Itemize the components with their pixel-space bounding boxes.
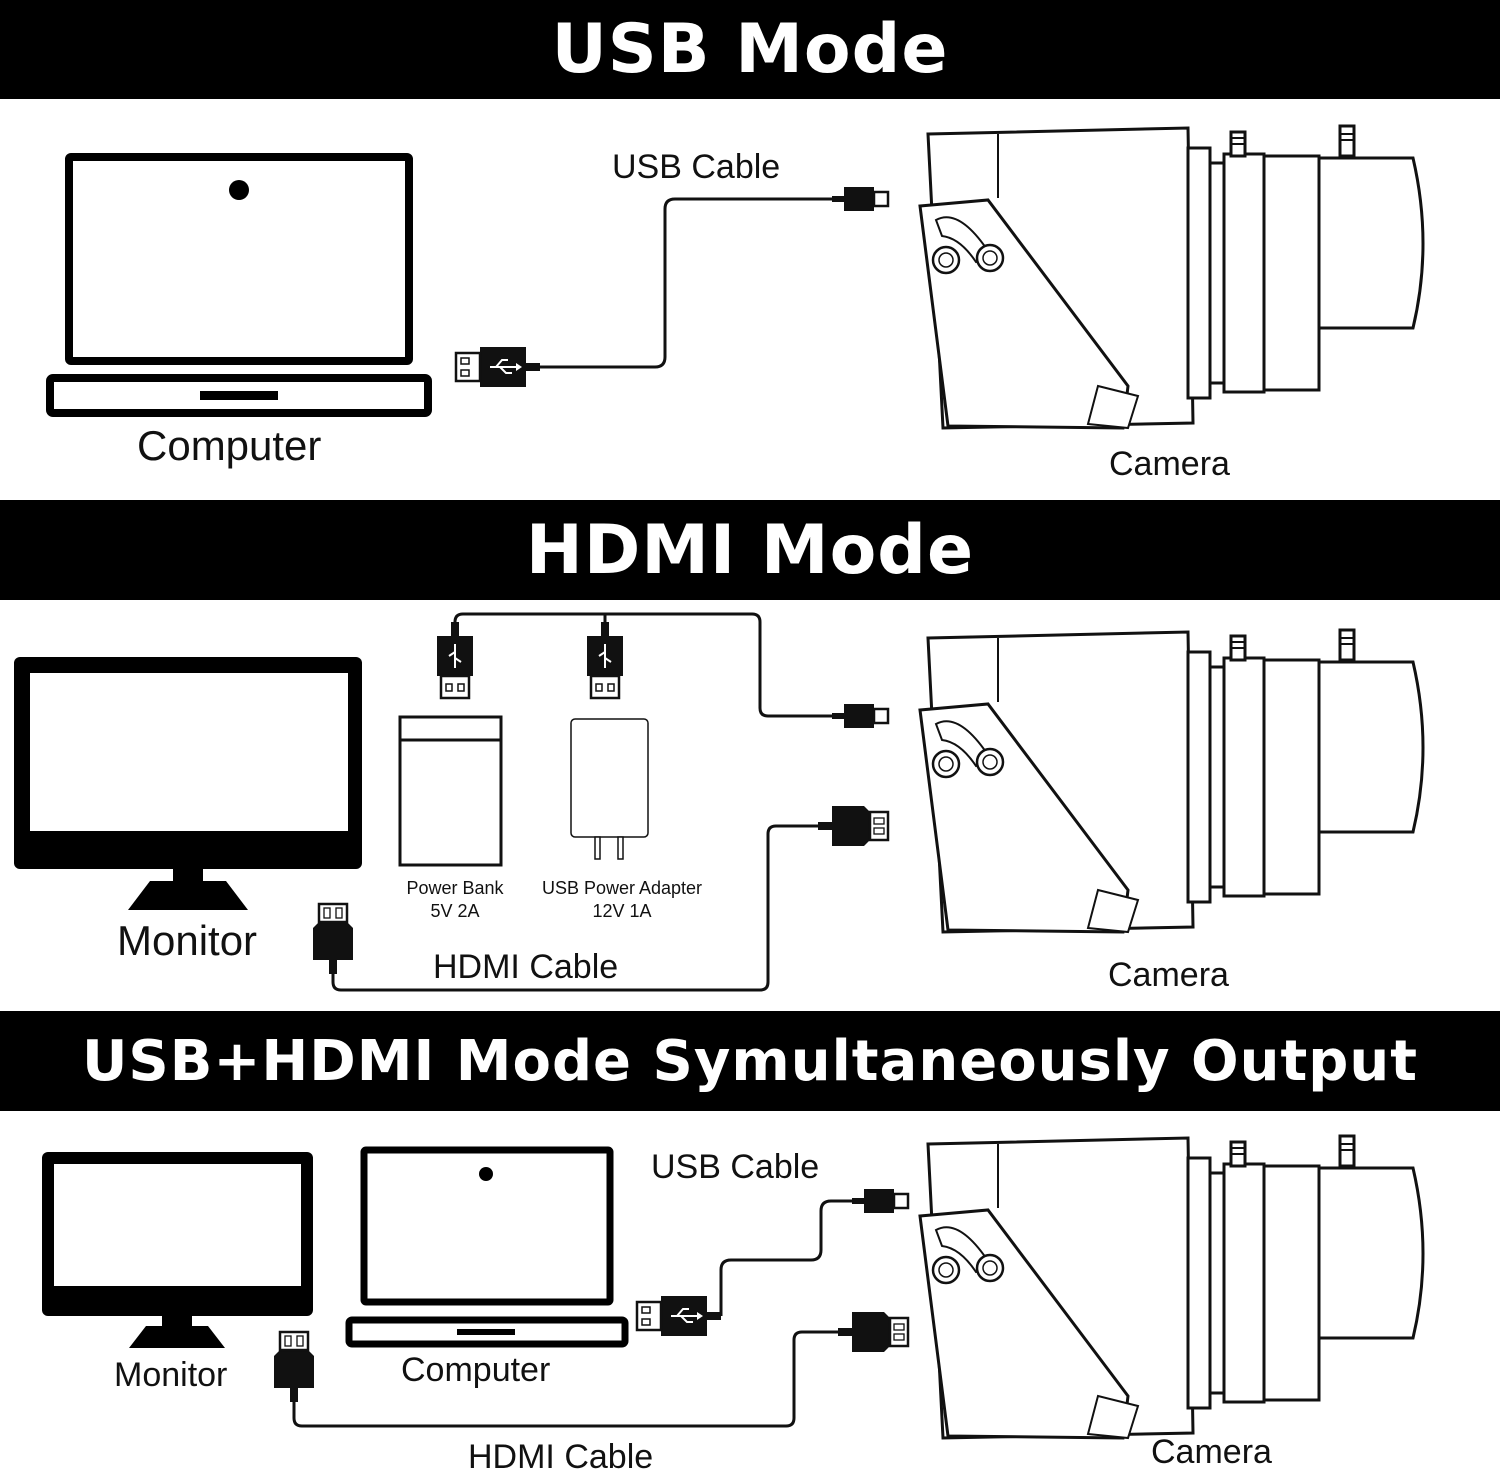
camera-label: Camera bbox=[1108, 956, 1229, 994]
camera-icon bbox=[918, 628, 1425, 934]
laptop-icon bbox=[46, 153, 432, 417]
computer-label: Computer bbox=[401, 1351, 551, 1389]
usb-cable-label: USB Cable bbox=[612, 148, 781, 186]
adapter-name: USB Power Adapter bbox=[541, 878, 703, 898]
hdmi-cable-label: HDMI Cable bbox=[433, 948, 619, 986]
camera-label: Camera bbox=[1109, 445, 1230, 483]
hdmi-mode-section bbox=[14, 612, 1425, 992]
hdmi-plug-icon bbox=[311, 902, 355, 976]
power-bank-label: Power Bank 5V 2A bbox=[390, 877, 520, 923]
power-bank-spec: 5V 2A bbox=[430, 901, 480, 921]
micro-usb-plug-icon bbox=[830, 185, 890, 213]
power-bank-usb-plug-icon bbox=[435, 620, 475, 700]
hdmi-plug-icon bbox=[836, 1310, 910, 1354]
monitor-icon bbox=[42, 1152, 313, 1348]
camera-icon bbox=[918, 124, 1425, 430]
hdmi-cable-line bbox=[292, 1330, 844, 1428]
hdmi-mode-banner: HDMI Mode bbox=[0, 500, 1500, 600]
micro-usb-plug-icon bbox=[850, 1187, 910, 1215]
hdmi-plug-icon bbox=[272, 1330, 316, 1404]
adapter-label: USB Power Adapter 12V 1A bbox=[532, 877, 712, 923]
hdmi-cable-line bbox=[331, 824, 824, 992]
power-bank-icon bbox=[398, 715, 503, 867]
laptop-icon bbox=[345, 1146, 629, 1348]
monitor-icon bbox=[14, 657, 362, 910]
hdmi-mode-title: HDMI Mode bbox=[525, 510, 975, 590]
monitor-label: Monitor bbox=[114, 1356, 228, 1394]
usb-a-plug-icon bbox=[635, 1294, 723, 1338]
camera-label: Camera bbox=[1151, 1433, 1272, 1471]
micro-usb-plug-icon bbox=[830, 702, 890, 730]
usb-mode-banner: USB Mode bbox=[0, 0, 1500, 99]
adapter-usb-plug-icon bbox=[585, 620, 625, 700]
usb-hdmi-mode-banner: USB+HDMI Mode Symultaneously Output bbox=[0, 1011, 1500, 1111]
adapter-spec: 12V 1A bbox=[592, 901, 652, 921]
hdmi-plug-icon bbox=[816, 804, 890, 848]
usb-cable-label: USB Cable bbox=[651, 1148, 820, 1186]
usb-cable-line bbox=[719, 1199, 856, 1316]
power-adapter-icon bbox=[570, 718, 649, 860]
computer-label: Computer bbox=[137, 422, 322, 469]
usb-hdmi-mode-section bbox=[42, 1134, 1425, 1440]
power-bank-name: Power Bank bbox=[406, 878, 504, 898]
usb-a-plug-icon bbox=[454, 345, 542, 389]
monitor-label: Monitor bbox=[117, 917, 258, 964]
hdmi-cable-label: HDMI Cable bbox=[468, 1438, 654, 1476]
camera-icon bbox=[918, 1134, 1425, 1440]
usb-mode-section bbox=[46, 124, 1425, 430]
usb-hdmi-mode-title: USB+HDMI Mode Symultaneously Output bbox=[81, 1028, 1419, 1094]
usb-mode-title: USB Mode bbox=[551, 10, 949, 89]
usb-cable-line bbox=[540, 197, 836, 369]
power-cable-line bbox=[453, 612, 836, 718]
